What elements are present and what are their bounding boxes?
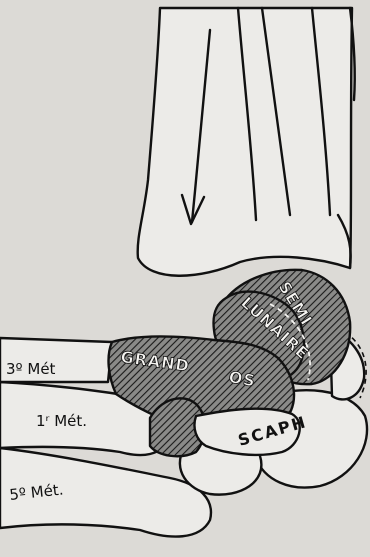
radius-bone (138, 8, 352, 276)
label-1st-metacarpal: 1ʳ Mét. (36, 412, 87, 430)
label-3rd-metacarpal: 3º Mét (6, 360, 56, 378)
